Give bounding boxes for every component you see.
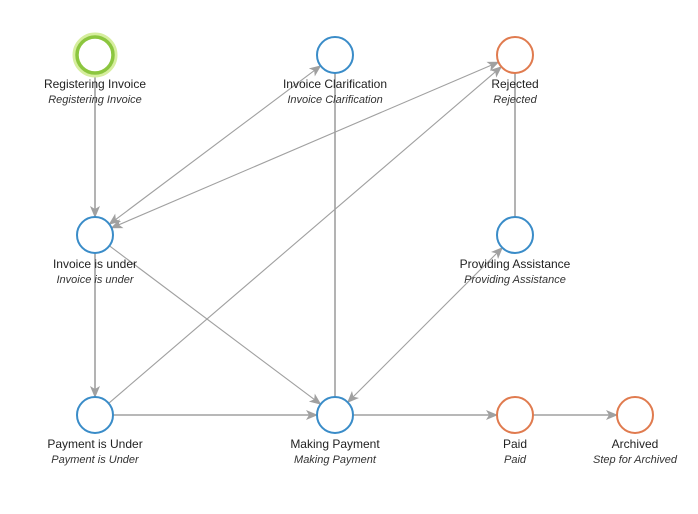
- node-circle-under[interactable]: [76, 216, 114, 254]
- node-description: Providing Assistance: [464, 274, 566, 286]
- edge-payment_under-to-rejected[interactable]: [108, 66, 503, 404]
- node-circle-paid[interactable]: [496, 396, 534, 434]
- edge-making-to-assistance[interactable]: [347, 247, 503, 403]
- node-label: Invoice Clarification: [282, 77, 388, 91]
- edge-under-to-rejected[interactable]: [110, 61, 500, 229]
- node-description: Making Payment: [294, 454, 376, 466]
- node-circle-clarification[interactable]: [316, 36, 354, 74]
- node-circle-assistance[interactable]: [496, 216, 534, 254]
- node-label: Providing Assistance: [459, 257, 571, 271]
- node-description: Invoice is under: [56, 274, 134, 286]
- node-description: Paid: [503, 454, 527, 466]
- node-label: Registering Invoice: [43, 77, 147, 91]
- node-description: Invoice Clarification: [287, 94, 383, 106]
- node-label: Archived: [611, 437, 659, 451]
- node-description: Rejected: [493, 94, 537, 106]
- node-label: Rejected: [491, 77, 539, 91]
- node-label: Paid: [502, 437, 528, 451]
- edges-layer: [90, 61, 618, 420]
- nodes-layer: [72, 32, 654, 434]
- node-description: Step for Archived: [593, 454, 677, 466]
- edge-under-to-making[interactable]: [109, 245, 322, 405]
- node-description: Payment is Under: [51, 454, 139, 466]
- node-circle-rejected[interactable]: [496, 36, 534, 74]
- node-circle-payment_under[interactable]: [76, 396, 114, 434]
- node-circle-registering[interactable]: [75, 35, 115, 75]
- node-label: Making Payment: [290, 437, 380, 451]
- node-label: Payment is Under: [47, 437, 143, 451]
- node-label: Invoice is under: [52, 257, 138, 271]
- node-circle-making[interactable]: [316, 396, 354, 434]
- node-description: Registering Invoice: [48, 94, 142, 106]
- node-circle-archived[interactable]: [616, 396, 654, 434]
